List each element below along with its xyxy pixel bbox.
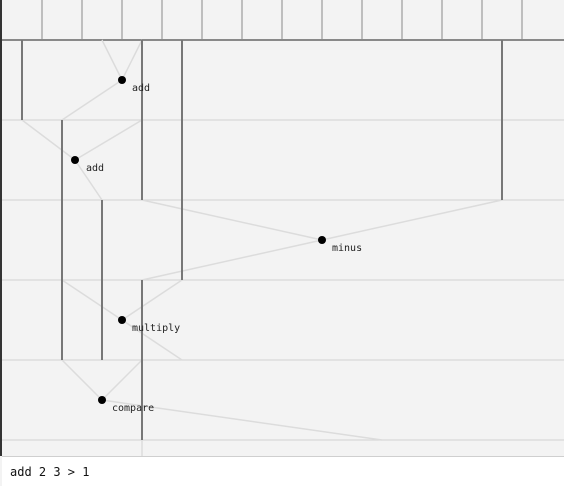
wire	[101, 359, 143, 401]
wire	[321, 199, 503, 241]
graph-node[interactable]: add	[118, 76, 150, 94]
graph-node[interactable]: multiply	[118, 316, 180, 334]
node-dot[interactable]	[118, 316, 126, 324]
graph-node[interactable]: add	[71, 156, 104, 174]
node-label: multiply	[132, 323, 180, 334]
left-border	[0, 0, 2, 456]
wire	[74, 119, 143, 161]
expression-input[interactable]	[2, 457, 564, 486]
dark-wires	[21, 40, 503, 440]
wire	[121, 279, 183, 321]
node-dot[interactable]	[98, 396, 106, 404]
row-separators	[2, 119, 564, 441]
node-dot[interactable]	[318, 236, 326, 244]
light-wires	[21, 39, 503, 456]
wire	[74, 159, 103, 201]
wire	[61, 359, 103, 401]
wire	[61, 279, 123, 321]
expression-bar	[2, 456, 564, 486]
node-label: add	[86, 163, 104, 174]
header-cells	[2, 0, 564, 41]
wire	[141, 239, 323, 281]
wire	[121, 39, 143, 81]
header-strip	[2, 0, 564, 40]
wire	[101, 399, 383, 441]
graph-node[interactable]: minus	[318, 236, 362, 254]
graph-node[interactable]: compare	[98, 396, 154, 414]
wire	[141, 199, 323, 241]
wire	[101, 39, 123, 81]
wire	[21, 119, 76, 161]
graph-canvas[interactable]: add add minus multiply compare	[0, 0, 564, 456]
wire	[121, 319, 183, 361]
node-label: add	[132, 83, 150, 94]
node-label: minus	[332, 243, 362, 254]
node-label: compare	[112, 403, 154, 414]
node-dot[interactable]	[118, 76, 126, 84]
wire	[61, 79, 123, 121]
node-dot[interactable]	[71, 156, 79, 164]
